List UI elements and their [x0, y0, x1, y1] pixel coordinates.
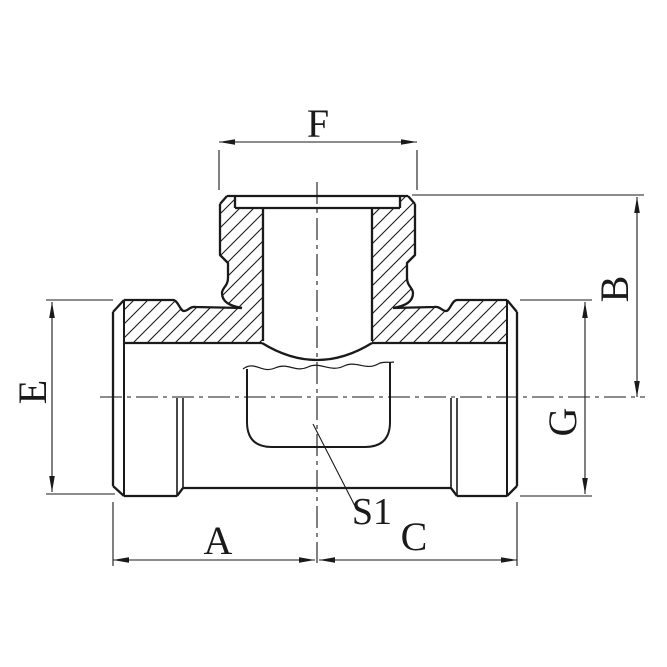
body-top-left	[124, 298, 243, 313]
break-line	[242, 361, 395, 371]
arrow-f-left	[219, 139, 235, 145]
right-thread-end-lines	[450, 398, 458, 496]
hatch-region-right	[372, 196, 507, 343]
arrow-e-down	[49, 476, 55, 492]
arrow-c-left	[319, 557, 335, 563]
centerlines	[100, 182, 645, 563]
fitting-outline	[111, 194, 519, 498]
dim-label-a: A	[204, 518, 233, 563]
branch-outer-wall-left	[218, 204, 243, 310]
dim-label-b: B	[592, 276, 637, 303]
arrow-a-right	[299, 557, 315, 563]
dim-g-lines	[520, 299, 592, 497]
body-top-right	[392, 298, 507, 313]
hex-boss-outline	[246, 362, 391, 448]
dim-a-c-lines	[112, 502, 518, 566]
dimension-lines	[46, 141, 644, 566]
dimension-arrowheads	[49, 139, 640, 563]
arrow-g-up	[582, 302, 588, 318]
dim-label-s1: S1	[352, 491, 392, 533]
right-end-face	[506, 299, 519, 497]
arrow-g-down	[582, 478, 588, 494]
branch-outer-wall-right	[392, 204, 417, 310]
left-thread-end-lines	[176, 398, 184, 496]
section-hatch	[124, 196, 507, 343]
arrow-c-right	[501, 557, 517, 563]
arrow-e-up	[49, 302, 55, 318]
branch-bore-walls	[261, 208, 374, 341]
arrow-f-right	[401, 139, 417, 145]
dim-label-g: G	[540, 408, 585, 437]
dim-label-c: C	[401, 514, 428, 559]
s1-leader	[312, 423, 357, 509]
left-end-face	[111, 299, 125, 497]
dimension-labels: F B E G A C S1	[10, 101, 637, 563]
body-bottom-edges	[124, 486, 507, 498]
arrow-b-down	[634, 381, 640, 397]
hatch-region-left	[124, 196, 263, 343]
dim-label-e: E	[10, 380, 55, 404]
arrow-a-left	[113, 557, 129, 563]
dim-e-lines	[46, 299, 115, 495]
arrow-b-up	[634, 197, 640, 213]
dim-label-f: F	[307, 101, 329, 146]
branch-top-chamfers	[219, 195, 416, 205]
bore-junction-dome	[261, 342, 373, 362]
dim-f-lines	[218, 141, 418, 190]
dim-b-lines	[412, 194, 644, 397]
